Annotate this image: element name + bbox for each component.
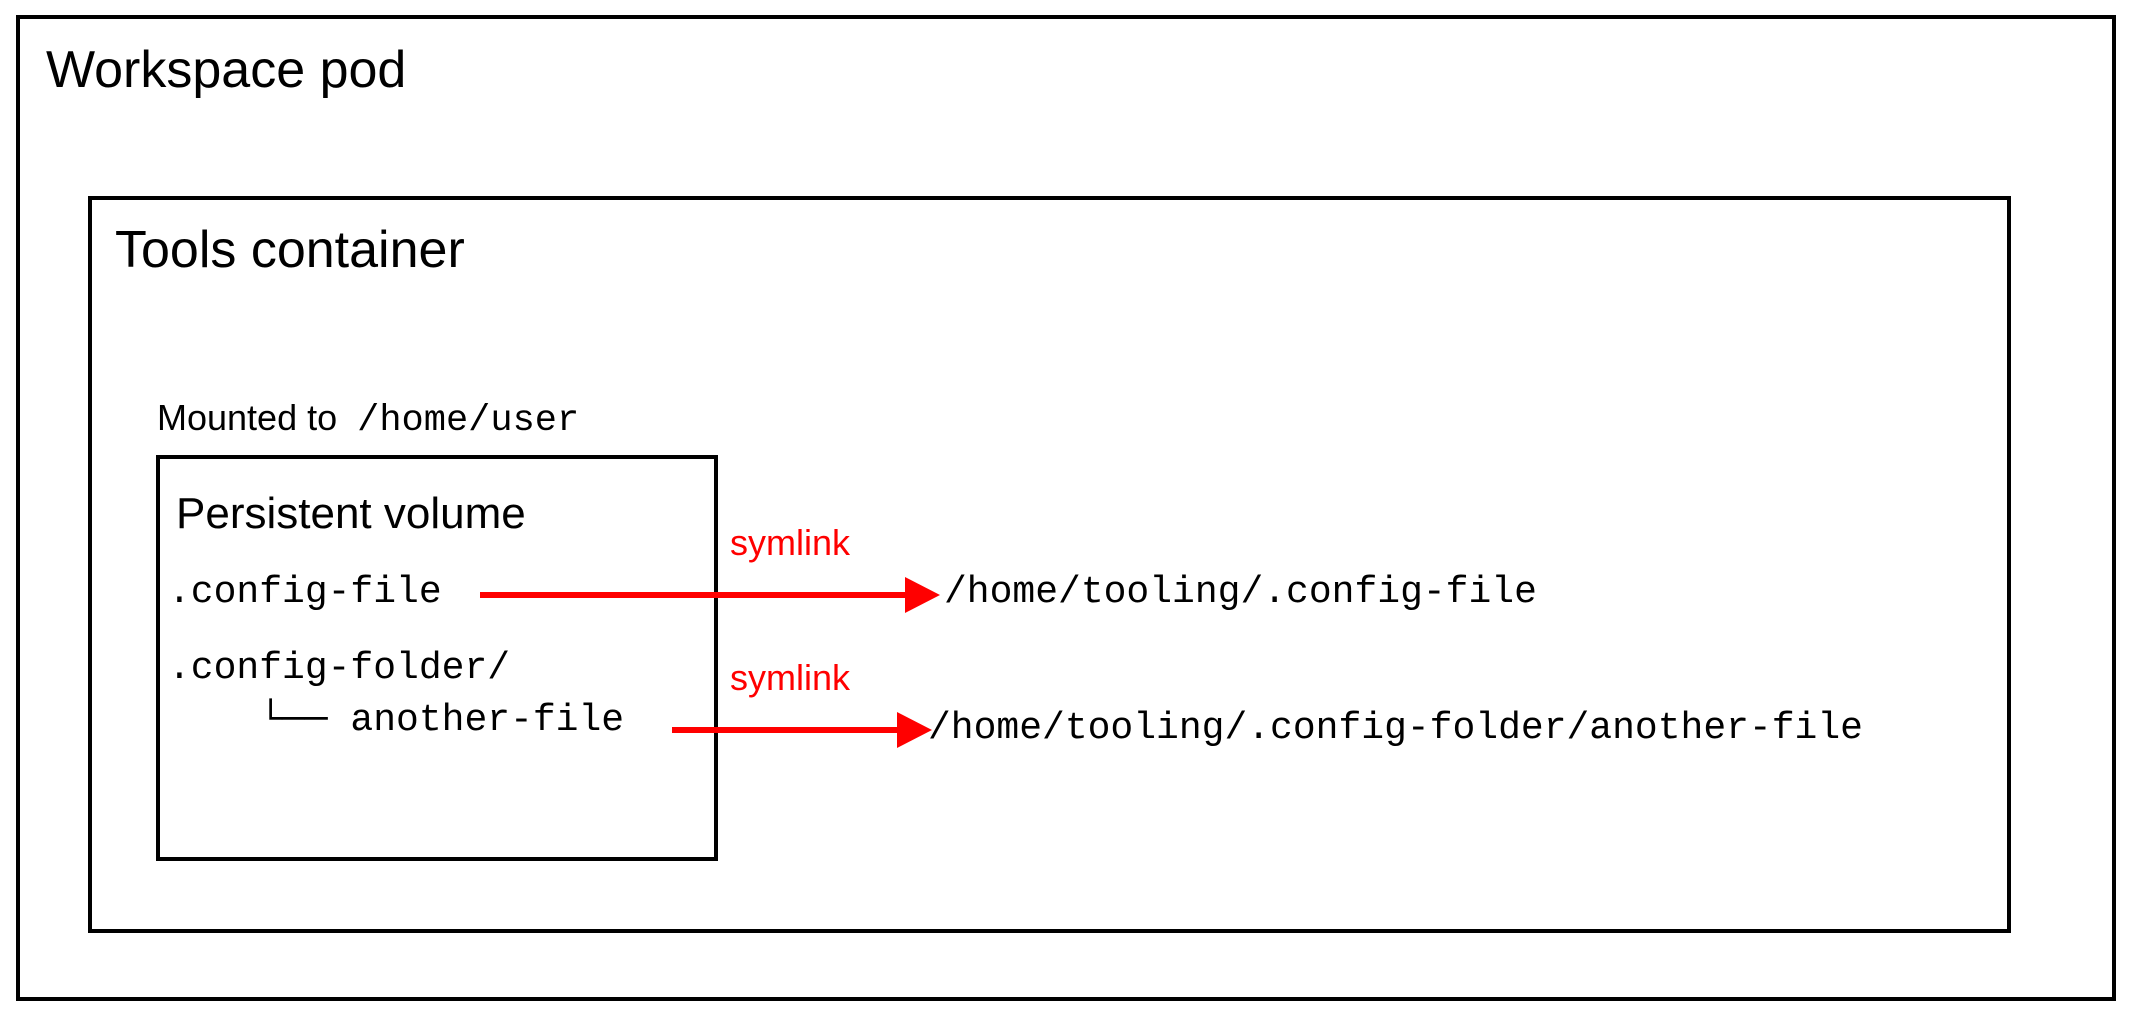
tools-container-box bbox=[88, 196, 2011, 933]
symlink-arrow-1-icon bbox=[480, 577, 940, 613]
mounted-to-path: /home/user bbox=[357, 400, 580, 442]
pv-entry-another-file: └── another-file bbox=[168, 699, 625, 742]
symlink-target-config-file: /home/tooling/.config-file bbox=[944, 571, 1537, 614]
workspace-pod-box bbox=[16, 15, 2116, 1001]
persistent-volume-box bbox=[156, 455, 718, 861]
workspace-pod-title: Workspace pod bbox=[46, 41, 407, 99]
pv-entry-config-folder: .config-folder/ bbox=[168, 647, 511, 690]
pv-entry-config-file: .config-file bbox=[168, 571, 442, 614]
symlink-target-another-file: /home/tooling/.config-folder/another-fil… bbox=[928, 707, 1863, 750]
symlink-arrow-2-icon bbox=[672, 712, 932, 748]
symlink-label-1: symlink bbox=[730, 522, 851, 563]
persistent-volume-title: Persistent volume bbox=[176, 489, 526, 538]
tools-container-title: Tools container bbox=[115, 221, 465, 279]
mounted-to-prefix: Mounted to bbox=[157, 397, 338, 438]
symlink-label-2: symlink bbox=[730, 657, 851, 698]
mounted-to-label: Mounted to /home/user bbox=[157, 400, 579, 440]
